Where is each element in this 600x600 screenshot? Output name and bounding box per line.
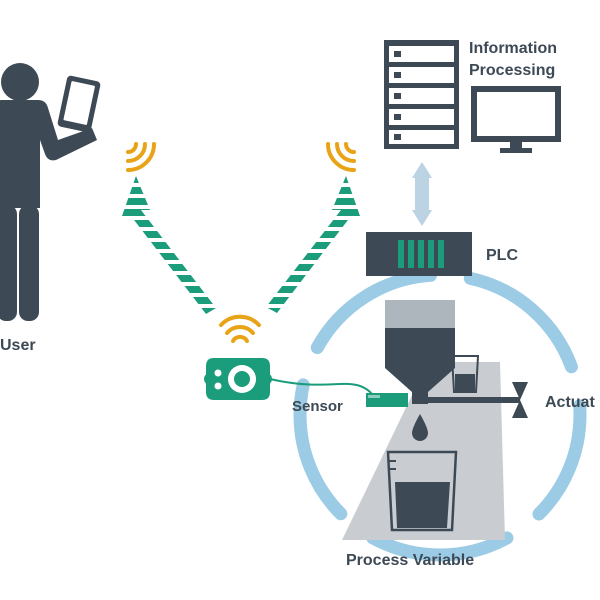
wireless-link-arrow (266, 176, 360, 313)
sensor-probe (366, 393, 408, 407)
droplet-icon (412, 414, 428, 441)
wireless-link-arrow (122, 176, 216, 314)
sensor-cable (269, 378, 373, 395)
beaker-icon (450, 355, 480, 393)
sensor-label: Sensor (292, 398, 343, 415)
data-link-arrow (412, 162, 432, 226)
beaker-icon (386, 450, 458, 532)
person-icon (0, 63, 97, 321)
control-loop-ring (293, 268, 587, 562)
information-processing-label: Processing (469, 62, 556, 79)
monitor-icon (471, 86, 561, 153)
tablet-icon (57, 75, 101, 133)
wifi-icon (126, 142, 156, 172)
wifi-icon (219, 314, 261, 343)
sensor-device-icon (204, 358, 272, 400)
hopper-icon (385, 300, 455, 404)
valve-icon (428, 382, 528, 418)
plc-label: PLC (486, 247, 518, 264)
server-rack-icon (384, 40, 459, 149)
information-processing-label: Information (469, 40, 557, 57)
actuator-label: Actuat (545, 394, 595, 411)
process-variable-label: Process Variable (346, 552, 475, 569)
user-label: User (0, 337, 36, 354)
plc-icon (366, 232, 472, 276)
wifi-icon (326, 142, 356, 172)
